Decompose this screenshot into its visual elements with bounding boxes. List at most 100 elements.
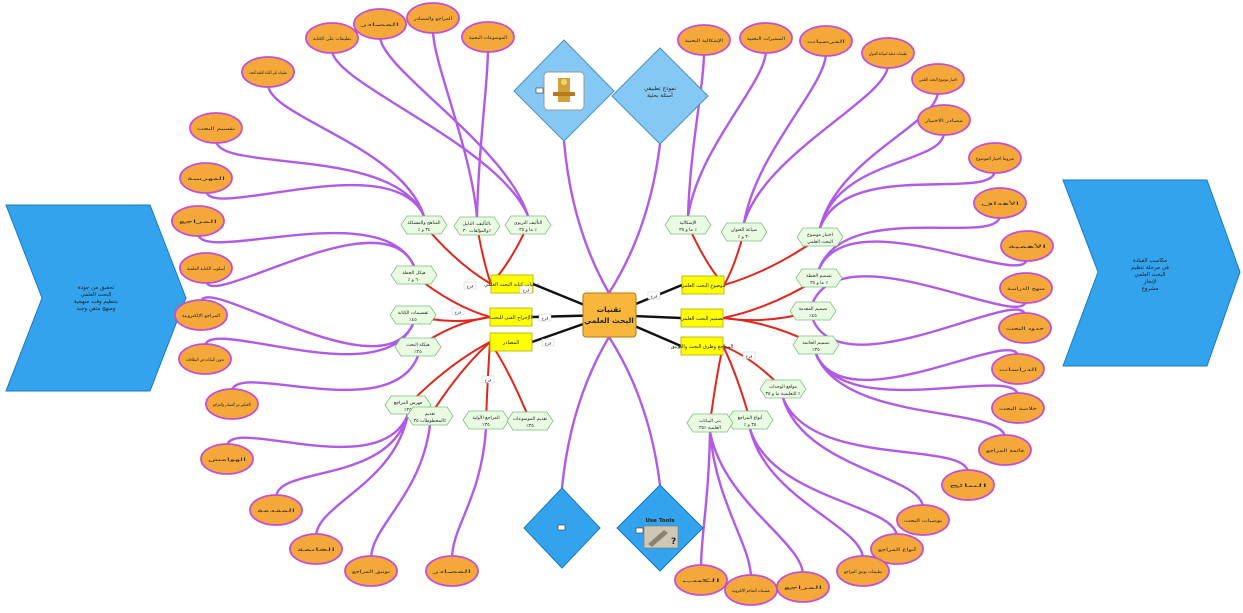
leaf-node-label: أسلوب الكتابة العلمية	[187, 265, 225, 272]
leaf-node[interactable]: الأهداف	[973, 187, 1027, 219]
hexagon-node-line-2: ما و ٣٥ ٪	[679, 227, 697, 233]
leaf-node[interactable]: المقدمة	[249, 494, 303, 526]
hexagon-node-line-2: ٪٤٥	[809, 314, 817, 319]
main-node[interactable]: تصميم البحث العلمي	[680, 308, 724, 328]
branch-connector	[607, 143, 662, 294]
hexagon-node-line-2: ٪٤٥	[409, 318, 417, 323]
red-connector	[709, 345, 724, 424]
hexagon-node[interactable]: صياغة العنوان٪ ٣٠ و	[720, 222, 768, 242]
hexagon-node[interactable]: المراجع الأولية٪٣٥	[462, 410, 510, 430]
diamond-bottom-right[interactable]: Use Tools ?	[616, 484, 704, 572]
branch-connector	[214, 139, 426, 217]
leaf-node[interactable]: تطبيقات على الكتابة	[305, 22, 359, 54]
hexagon-node[interactable]: التأليف، الدليل،والمؤلفات ٣٠٪	[453, 216, 501, 236]
leaf-node[interactable]: أنواع المراجع	[870, 533, 924, 565]
main-node[interactable]: موضوع البحث العلمي	[681, 275, 726, 295]
leaf-node[interactable]: أسلوب الكتابة العلمية	[179, 252, 233, 284]
center-node[interactable]: تقنيات البحث العلمي	[582, 292, 637, 338]
leaf-node[interactable]: تقسيمات المعاجم الالكترونية	[724, 574, 778, 606]
leaf-node[interactable]: الاقتباس من المصادر والمراجع	[205, 388, 259, 420]
leaf-node-label: المصادر	[430, 570, 471, 575]
hexagon-node[interactable]: أنواع المراجع٪ ٣٥ و	[726, 410, 774, 430]
right-arrow-shape[interactable]: مكاسب القيادة في مرحلة تنظيم البحث العلم…	[1062, 179, 1241, 367]
leaf-node[interactable]: تقسيم البحث	[189, 112, 243, 144]
leaf-node[interactable]: المصادر	[353, 8, 407, 40]
diamond-top-left[interactable]	[513, 39, 615, 142]
connector-label: فرع	[538, 313, 552, 322]
hexagon-node-line-2: ٪٣٥	[526, 423, 534, 429]
leaf-node[interactable]: النتائج	[941, 469, 995, 501]
leaf-node[interactable]: المراجع	[776, 571, 830, 603]
main-node[interactable]: الإخراج الفني للبحث	[489, 307, 533, 327]
leaf-node[interactable]: حدود البحث	[998, 312, 1052, 344]
leaf-node[interactable]: المراجع	[171, 205, 225, 237]
hexagon-node-line-2: ٪٣٥	[812, 347, 820, 353]
leaf-node[interactable]: قائمة المراجع	[978, 434, 1032, 466]
main-node[interactable]: المراجع وطرق البحث والتوثيق	[671, 336, 734, 356]
leaf-node[interactable]: الأهمية	[1000, 230, 1054, 262]
leaf-node[interactable]: الفرضيات	[799, 25, 853, 57]
hexagon-node-line-1: الإشكالية	[680, 220, 697, 226]
center-node-line-1: تقنيات	[597, 305, 622, 314]
leaf-node[interactable]: المراجع الإلكترونية	[174, 299, 228, 331]
hexagon-node[interactable]: هيكلة البحث٪٢٥	[394, 337, 442, 357]
leaf-node[interactable]: المتغيرات البحثية	[739, 22, 793, 54]
leaf-node[interactable]: الدراسات	[991, 353, 1045, 385]
leaf-node[interactable]: شروط اختيار الموضوع	[968, 142, 1022, 174]
red-connector	[489, 341, 531, 422]
diamond-bottom-left[interactable]	[523, 487, 601, 569]
hexagon-node[interactable]: تقديم الموضوعات٪٣٥	[506, 411, 554, 431]
leaf-node[interactable]: اختيار موضوع البحث العلمي	[911, 63, 965, 95]
diamond-top-right-line-2: أسئلة بحثية	[647, 91, 673, 99]
hexagon-node[interactable]: تقسيمات الكتابة٪٤٥	[389, 305, 437, 325]
leaf-node[interactable]: تطبيقات عملية لصياغة العنوان	[861, 37, 915, 69]
left-arrow-line-3: بتنظيم وقت منهجية	[74, 299, 119, 305]
leaf-node[interactable]: تدوين البيانات في البطاقات	[178, 343, 232, 375]
leaf-node[interactable]: المراجع والمصادر	[406, 2, 460, 34]
leaf-node[interactable]: الكتب	[674, 564, 728, 596]
leaf-node-label: اختيار موضوع البحث العلمي	[919, 78, 957, 83]
leaf-node[interactable]: المصادر	[425, 555, 479, 587]
leaf-node[interactable]: الإشكالية البحثية	[677, 24, 731, 56]
hexagon-node-line-1: التأليف، الدليل،	[463, 220, 492, 227]
left-arrow-line-2: البحث العلمي	[80, 292, 111, 298]
hexagon-node[interactable]: تصميم الخاتمة٪٣٥	[792, 335, 840, 355]
branch-connector	[369, 424, 432, 560]
leaf-node[interactable]: توصيات البحث	[896, 504, 950, 536]
branch-connector	[781, 397, 925, 509]
leaf-node[interactable]: منهج الدراسة	[999, 272, 1053, 304]
hexagon-node[interactable]: المناهج والمشكلة٪ ٣٤ و	[400, 215, 448, 235]
branch-connector	[475, 48, 490, 218]
svg-text:?: ?	[671, 537, 676, 547]
hexagon-node-line-1: تقديم الموضوعات	[513, 417, 548, 422]
hexagon-node[interactable]: هيكل الخطة٪ ٦٠ و	[390, 265, 438, 285]
leaf-node[interactable]: الفهرسة	[179, 162, 233, 194]
leaf-node[interactable]: تطبيقات توثيق المراجع	[836, 555, 890, 587]
left-arrow-shape[interactable]: تحقيق من جودة البحث العلمي بتنظيم وقت من…	[5, 204, 187, 392]
main-node[interactable]: المصادر	[489, 332, 533, 352]
red-connector	[429, 341, 491, 417]
leaf-node[interactable]: تطبيقات على الكتابة العلمية للبحث	[241, 56, 295, 88]
leaf-node[interactable]: الخاتمة	[289, 533, 343, 565]
logo-icon	[543, 71, 585, 111]
leaf-node[interactable]: الهوامش	[200, 443, 254, 475]
leaf-node[interactable]: الموضوعات البحثية	[461, 21, 515, 53]
hexagon-node-line-1: تصميم المقدمة	[799, 307, 829, 312]
branch-connector	[450, 428, 488, 560]
leaf-node[interactable]: توثيق المراجع	[344, 555, 398, 587]
leaf-node[interactable]: خلاصة البحث	[991, 392, 1045, 424]
diamond-top-right[interactable]: نموذج تطبيقي أسئلة بحثية	[611, 47, 709, 145]
leaf-node-label: المتغيرات البحثية	[747, 37, 785, 42]
leaf-node[interactable]: مصادر الاختيار	[917, 104, 971, 136]
hexagon-node[interactable]: تصميم المقدمة ٪٤٥	[789, 301, 837, 321]
